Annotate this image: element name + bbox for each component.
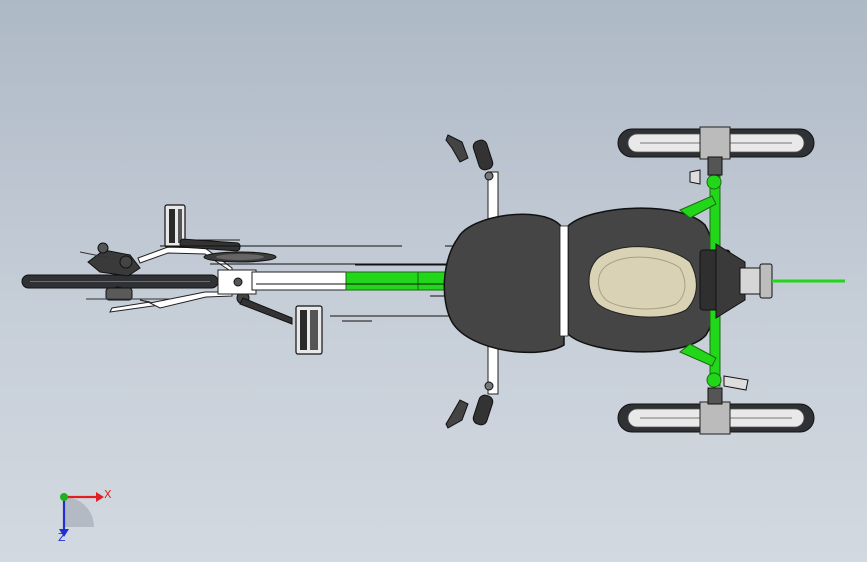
- boom-head: [217, 269, 257, 295]
- rear-wheel-right-icon[interactable]: [617, 387, 815, 435]
- crank-arm-upper: [179, 238, 277, 263]
- pedal-icon-lower[interactable]: [295, 305, 323, 355]
- front-drivetrain: [79, 242, 170, 301]
- front-wheel-icon[interactable]: [21, 274, 219, 289]
- x-axis-label: X: [104, 488, 112, 501]
- crank-arm-lower: [236, 291, 293, 325]
- z-axis-label: Z: [58, 531, 66, 544]
- axis-triad: X Z: [58, 488, 112, 544]
- main-boom: [251, 271, 449, 291]
- rear-frame: [679, 169, 845, 391]
- rear-wheel-left-icon[interactable]: [617, 126, 815, 176]
- seat-icon[interactable]: [443, 207, 718, 354]
